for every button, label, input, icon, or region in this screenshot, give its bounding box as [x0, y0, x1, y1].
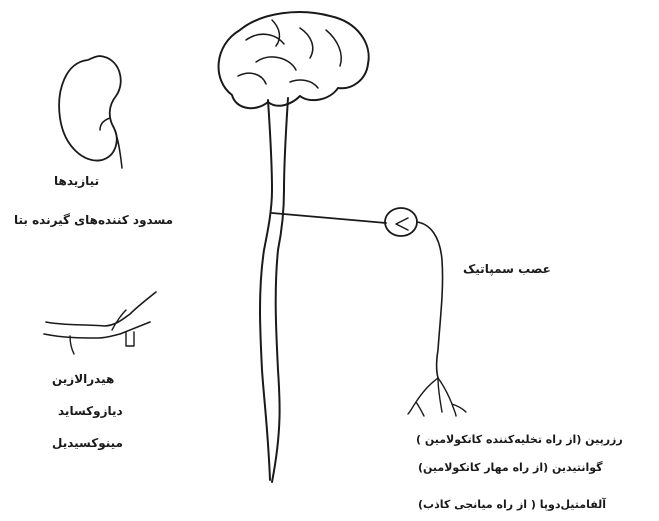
- label-methyldopa: آلفامتیل‌دوپا ( از راه میانجی کاذب): [418, 498, 606, 511]
- preganglionic-fiber: [272, 213, 386, 223]
- kidney-icon: [59, 56, 122, 168]
- label-hydralazine: هیدرالازین: [52, 372, 114, 386]
- label-thiazides: تیازیدها: [54, 174, 99, 188]
- label-reserpine: رزرپین (از راه تخلیه‌کننده کاتکولامین ): [416, 433, 623, 446]
- label-guanethidine: گوانتیدین (از راه مهار کاتکولامین): [418, 461, 603, 474]
- postganglionic-fiber: [417, 222, 443, 378]
- label-diazoxide: دیازوکساید: [58, 404, 123, 418]
- blood-vessel-icon: [44, 292, 156, 354]
- brain-icon: [219, 12, 369, 108]
- label-minoxidil: مینوکسیدیل: [52, 436, 123, 450]
- label-sympathetic-nerve: عصب سمپاتیک: [463, 262, 551, 276]
- nerve-ending-icon: [408, 378, 466, 416]
- ganglion-icon: [385, 208, 417, 236]
- spinal-cord: [260, 98, 288, 482]
- label-beta-blockers: مسدود کننده‌های گیرنده بتا: [14, 213, 173, 227]
